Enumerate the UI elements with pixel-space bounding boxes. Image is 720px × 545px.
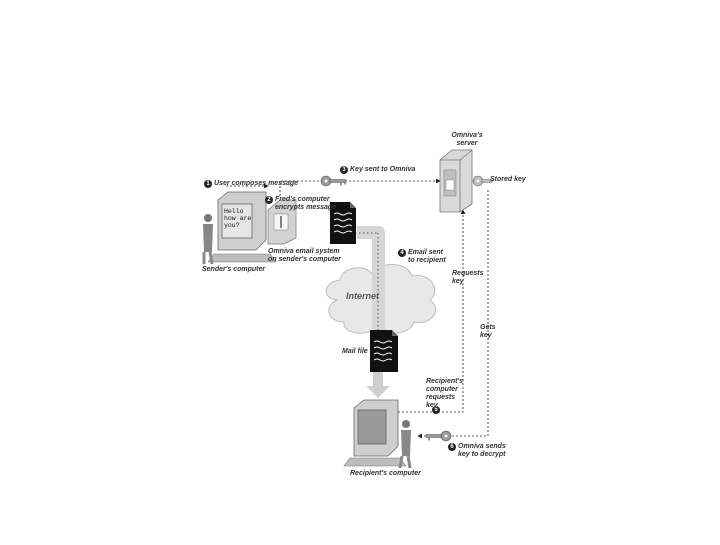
- requests-key-label: Requests key: [452, 270, 484, 285]
- step-4-text: Email sent to recipient: [408, 249, 446, 264]
- step-2-number: 2: [265, 196, 273, 204]
- step-1-text: User composes message: [214, 180, 299, 187]
- recipient-computer-icon: [343, 399, 407, 467]
- key-icon-recipient: [425, 430, 452, 442]
- omniva-email-system-label: Omniva email system on sender's computer: [268, 248, 341, 263]
- step-3-number: 3: [340, 166, 348, 174]
- sender-computer-label: Sender's computer: [202, 266, 266, 273]
- internet-label: Internet: [346, 291, 380, 301]
- recipient-user-icon: [398, 420, 412, 469]
- key-icon: [320, 175, 347, 187]
- encryption-device-icon: [267, 199, 297, 245]
- omniva-server-icon: [439, 149, 473, 213]
- stored-key-icon: [472, 175, 493, 187]
- stored-key-label: Stored key: [490, 176, 526, 183]
- encrypted-file-icon: [330, 202, 356, 244]
- step-4-number: 4: [398, 249, 406, 257]
- step-5-number: 5: [432, 406, 440, 414]
- sender-computer-icon: [207, 191, 277, 263]
- gets-key-label: Gets key: [480, 324, 496, 339]
- sender-screen-text: Hello how are you?: [224, 208, 252, 229]
- sender-user-icon: [202, 214, 214, 265]
- down-arrow-icon: [366, 372, 390, 398]
- step-6-number: 6: [448, 443, 456, 451]
- mail-transfer-channel: [355, 226, 385, 345]
- step-1-number: 1: [204, 180, 212, 188]
- mail-file-icon: [370, 330, 398, 372]
- step-3-text: Key sent to Omniva: [350, 166, 416, 173]
- step-2-text: Fred's computer encrypts message: [275, 196, 337, 211]
- step-5-text: Recipient's computer requests key: [426, 378, 464, 409]
- step-6-text: Omniva sends key to decrypt: [458, 443, 506, 458]
- arrow-key-to-omniva: [279, 178, 441, 196]
- mail-file-label: Mail file: [342, 348, 368, 355]
- omniva-server-label: Omniva's server: [451, 132, 483, 147]
- arrow-requests-key: [398, 209, 466, 413]
- recipient-computer-label: Recipient's computer: [350, 470, 421, 477]
